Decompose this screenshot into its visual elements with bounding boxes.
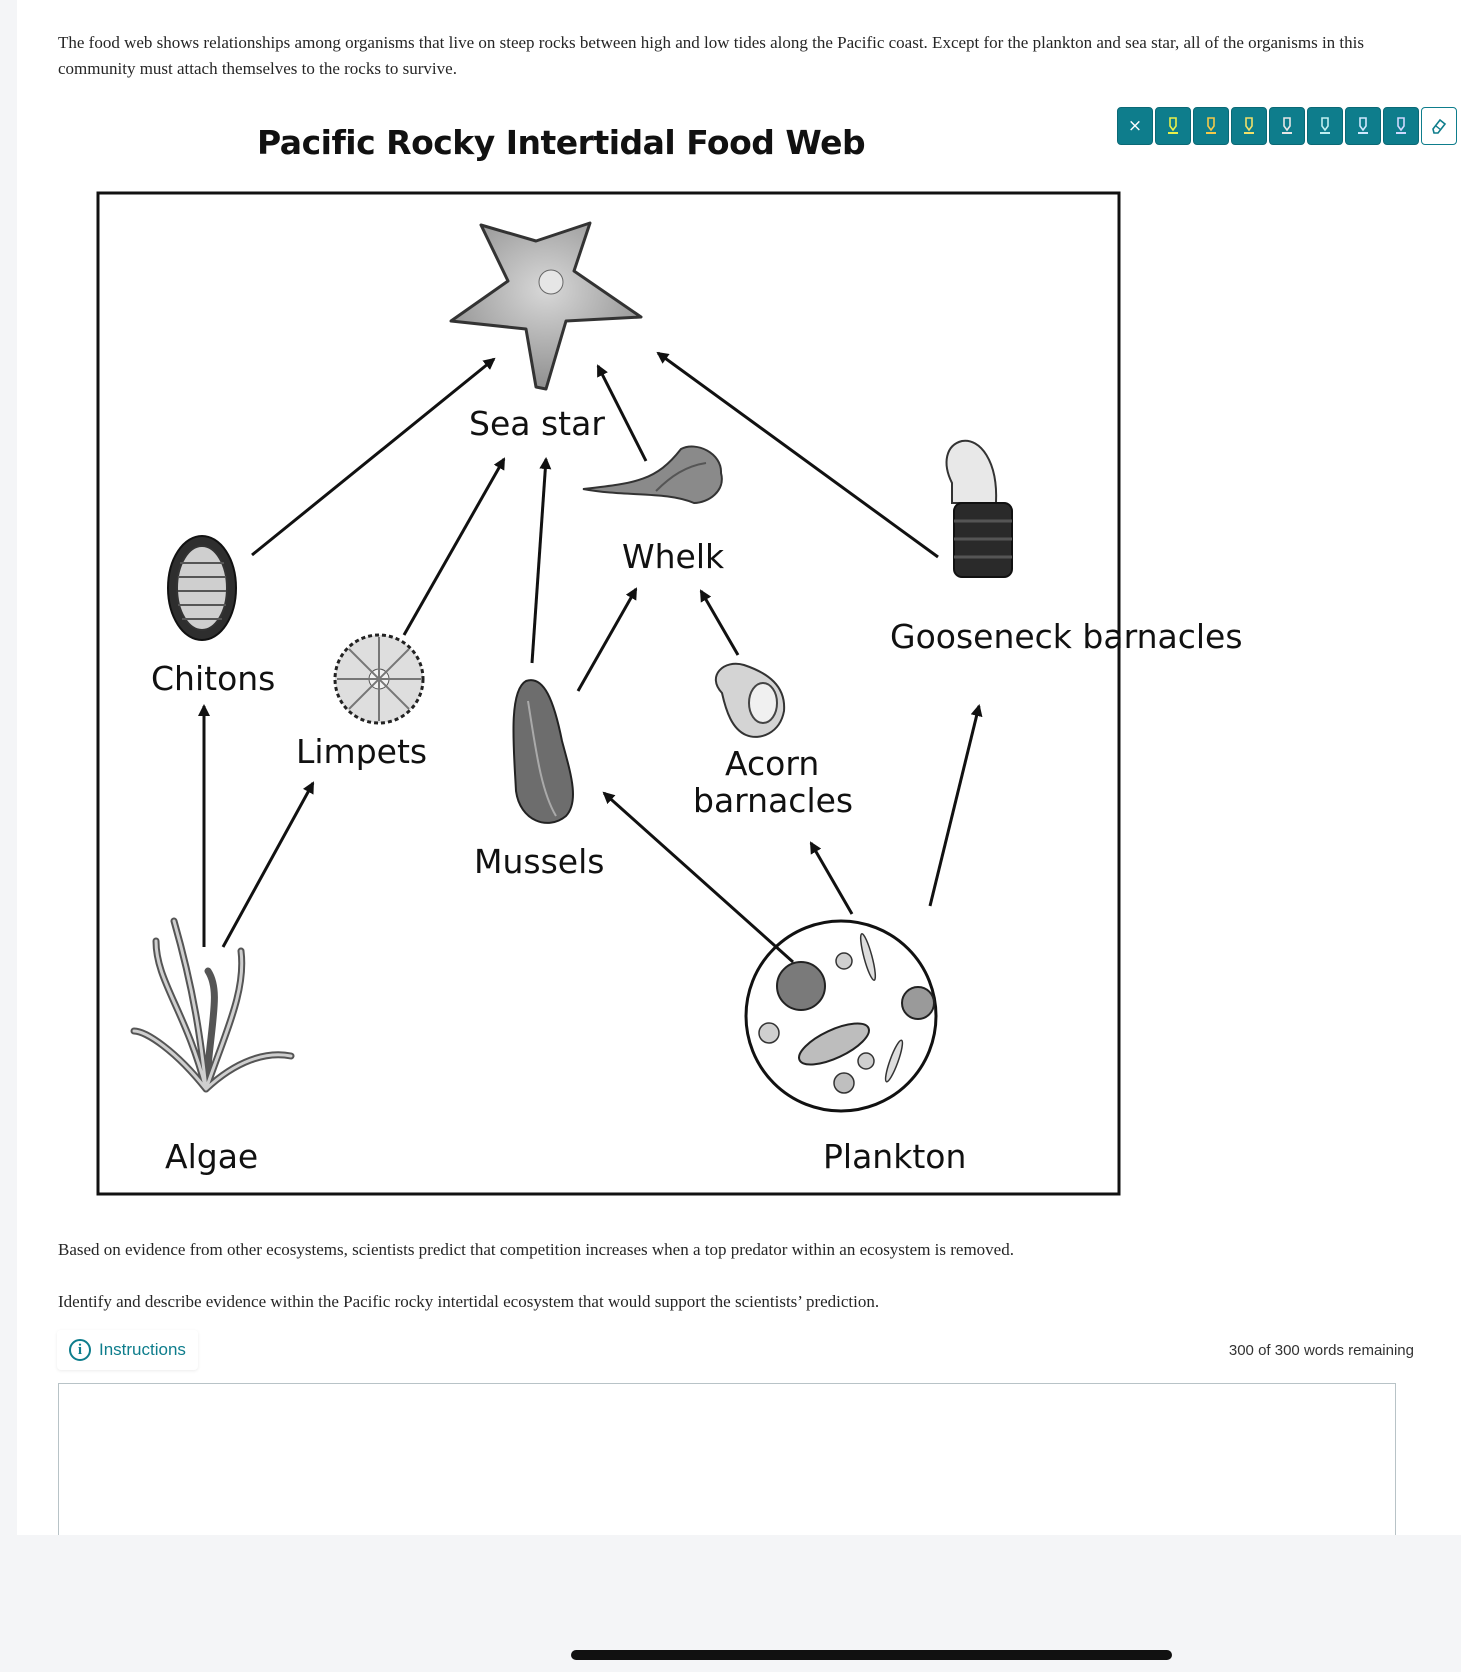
label-chitons: Chitons — [151, 659, 275, 698]
label-sea-star: Sea star — [469, 404, 605, 443]
highlighter-icon — [1320, 117, 1330, 134]
arrow-gooseneck-to-seastar — [656, 351, 939, 559]
diagram-frame — [96, 191, 1121, 1196]
highlighter-icon — [1168, 117, 1178, 134]
highlighter-yellow-button[interactable] — [1155, 107, 1191, 145]
highlighter-orange-button[interactable] — [1193, 107, 1229, 145]
home-indicator[interactable] — [571, 1650, 1172, 1660]
highlighter-icon — [1358, 117, 1368, 134]
info-icon: i — [69, 1339, 91, 1361]
answer-textarea[interactable] — [58, 1383, 1396, 1535]
arrow-acorn-to-whelk — [699, 589, 740, 656]
mussels-illustration — [512, 679, 574, 824]
intro-text: The food web shows relationships among o… — [58, 33, 1364, 78]
annotation-toolbar: × — [1117, 107, 1457, 145]
chitons-illustration — [167, 535, 237, 641]
label-whelk: Whelk — [622, 537, 725, 576]
plankton-illustration — [744, 919, 938, 1113]
acorn-barnacles-illustration — [715, 662, 786, 738]
gooseneck-barnacles-illustration — [945, 439, 1013, 578]
arrow-chitons-to-seastar — [251, 357, 496, 557]
diagram-title: Pacific Rocky Intertidal Food Web — [257, 123, 866, 162]
highlighter-light-blue-button[interactable] — [1345, 107, 1381, 145]
sea-star-illustration — [449, 221, 643, 391]
label-plankton: Plankton — [823, 1137, 966, 1176]
close-icon: × — [1127, 116, 1143, 136]
label-acorn-line1: Acorn — [725, 744, 819, 783]
highlighter-icon — [1206, 117, 1216, 134]
instructions-label: Instructions — [99, 1340, 186, 1359]
eraser-icon — [1432, 118, 1447, 134]
algae-illustration — [130, 917, 295, 1093]
food-web-arrows — [198, 351, 983, 964]
label-acorn-line2: barnacles — [693, 781, 853, 820]
label-algae: Algae — [165, 1137, 258, 1176]
whelk-illustration — [582, 445, 723, 505]
food-web-diagram: Sea star Whelk Gooseneck barnacles Chito… — [96, 191, 1243, 1196]
highlighter-light-yellow-button[interactable] — [1231, 107, 1267, 145]
instructions-button[interactable]: i Instructions — [57, 1330, 198, 1370]
label-gooseneck: Gooseneck barnacles — [890, 617, 1243, 656]
arrow-limpets-to-seastar — [402, 457, 506, 636]
arrow-plankton-to-acorn — [809, 841, 854, 915]
highlighter-icon — [1396, 117, 1406, 134]
arrow-whelk-to-seastar — [596, 364, 648, 462]
highlighter-icon — [1282, 117, 1292, 134]
page-content: The food web shows relationships among o… — [17, 0, 1461, 1535]
arrow-mussels-to-seastar — [530, 457, 552, 664]
arrow-plankton-to-gooseneck — [928, 704, 983, 907]
highlighter-cyan-button[interactable] — [1307, 107, 1343, 145]
question-prompt: Identify and describe evidence within th… — [58, 1292, 880, 1311]
highlighter-icon — [1244, 117, 1254, 134]
question-context: Based on evidence from other ecosystems,… — [58, 1240, 1014, 1259]
label-limpets: Limpets — [296, 732, 427, 771]
word-count: 300 of 300 words remaining — [1228, 1342, 1414, 1359]
highlighter-blue-button[interactable] — [1383, 107, 1419, 145]
label-mussels: Mussels — [474, 842, 604, 881]
arrow-mussels-to-whelk — [576, 587, 638, 692]
food-web-svg: Sea star Whelk Gooseneck barnacles Chito… — [96, 191, 1243, 1196]
limpets-illustration — [333, 633, 425, 725]
highlighter-gray-button[interactable] — [1269, 107, 1305, 145]
close-highlight-button[interactable]: × — [1117, 107, 1153, 145]
arrow-plankton-to-mussels — [602, 791, 794, 964]
arrow-algae-to-limpets — [221, 781, 315, 948]
eraser-button[interactable] — [1421, 107, 1457, 145]
